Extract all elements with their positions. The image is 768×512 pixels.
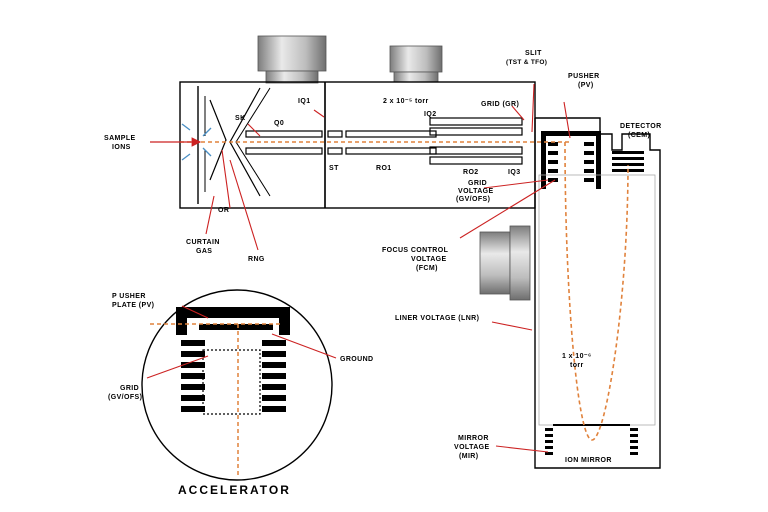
vacuum-pump-2 (389, 45, 443, 83)
label-or: OR (218, 207, 229, 214)
label-pressure-lower-2: torr (570, 362, 584, 369)
vacuum-pump-3 (479, 225, 531, 301)
leader-lines (205, 83, 571, 453)
label-focus-control-2: VOLTAGE (411, 256, 447, 263)
label-pressure-upper: 2 x 10⁻⁵ torr (383, 98, 429, 105)
ro2-rods (429, 117, 523, 165)
label-pusher-1: PUSHER (568, 73, 600, 80)
vacuum-pump-1 (257, 35, 327, 84)
label-curtain-gas-1: CURTAIN (186, 239, 220, 246)
label-ion-mirror: ION MIRROR (565, 457, 612, 464)
st-ro1-rods (327, 130, 437, 155)
label-accelerator: ACCELERATOR (178, 483, 291, 497)
label-iq1: IQ1 (298, 98, 310, 105)
ion-mirror (545, 424, 638, 455)
label-detector-2: (CEM) (628, 132, 650, 139)
label-slit-2: (TST & TFO) (506, 59, 547, 66)
label-mirror-voltage-1: MIRROR (458, 435, 489, 442)
label-detector-1: DETECTOR (620, 123, 662, 130)
label-ground: GROUND (340, 356, 374, 363)
label-ro2: RO2 (463, 169, 479, 176)
label-grid-voltage-3: (GV/OFS) (456, 196, 490, 203)
label-sample-ions-2: IONS (112, 144, 131, 151)
label-st: ST (329, 165, 339, 172)
label-grid-gr: GRID (GR) (481, 101, 519, 108)
q0-rods (245, 130, 323, 155)
pusher-stack (541, 131, 601, 189)
label-focus-control-1: FOCUS CONTROL (382, 247, 449, 254)
label-grid-voltage-2: VOLTAGE (458, 188, 494, 195)
sample-ion-arrows (181, 123, 212, 161)
label-rng: RNG (248, 256, 265, 263)
accelerator-inset (141, 289, 337, 481)
label-grid-voltage-1: GRID (468, 180, 487, 187)
label-pusher-plate-1: P USHER (112, 293, 146, 300)
label-pusher-plate-2: PLATE (PV) (112, 302, 154, 309)
label-ro1: RO1 (376, 165, 392, 172)
label-iq2: IQ2 (424, 111, 436, 118)
label-sk: SK (235, 115, 246, 122)
label-focus-control-3: (FCM) (416, 265, 438, 272)
label-pressure-lower-1: 1 x 10⁻⁶ (562, 353, 592, 360)
label-liner-voltage: LINER VOLTAGE (LNR) (395, 315, 479, 322)
label-mirror-voltage-2: VOLTAGE (454, 444, 490, 451)
label-sample-ions-1: SAMPLE (104, 135, 136, 142)
label-grid-inset-1: GRID (120, 385, 139, 392)
ion-path (180, 141, 629, 441)
label-curtain-gas-2: GAS (196, 248, 212, 255)
label-grid-inset-2: (GV/OFS) (108, 394, 142, 401)
label-pusher-2: (PV) (578, 82, 594, 89)
label-slit-1: SLIT (525, 50, 542, 57)
label-iq3: IQ3 (508, 169, 520, 176)
label-q0: Q0 (274, 120, 284, 127)
label-mirror-voltage-3: (MIR) (459, 453, 479, 460)
